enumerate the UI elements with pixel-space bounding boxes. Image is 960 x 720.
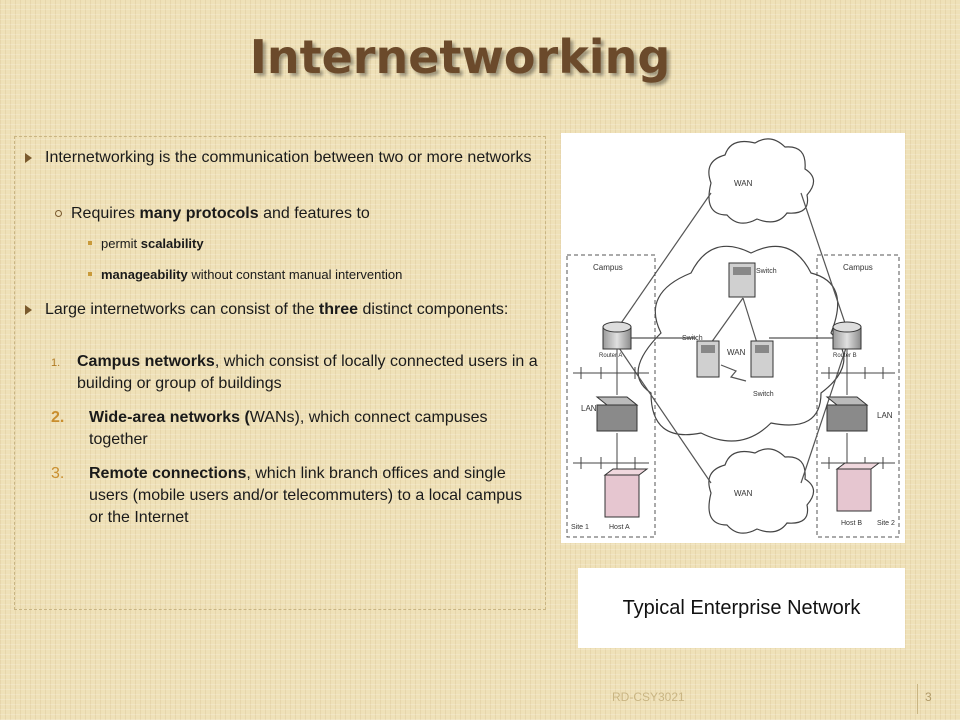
slide-title: Internetworking (249, 30, 671, 84)
site1-label: Site 1 (571, 524, 589, 531)
wan-cloud-center (637, 245, 845, 442)
site2-label: Site 2 (877, 520, 895, 527)
enterprise-network-diagram: WAN WAN WAN Campus Campus Switch (561, 133, 905, 543)
arrow-bullet-icon (25, 305, 32, 315)
wan-center-label: WAN (727, 348, 746, 357)
switch-right (750, 340, 774, 378)
campus-box-left (566, 254, 656, 538)
diagram-caption: Typical Enterprise Network (578, 568, 905, 648)
item-manageability: manageability without constant manual in… (88, 266, 541, 284)
number-label: 1. (51, 357, 61, 369)
host-b-label: Host B (841, 520, 862, 527)
square-bullet-icon (88, 241, 92, 245)
bullet-text-box: Internetworking is the communication bet… (14, 136, 546, 610)
router-b-label: Router B (833, 353, 857, 359)
router-a-icon (602, 321, 632, 350)
wan-cloud-top (708, 138, 815, 224)
lan-switch-right-icon (825, 396, 869, 432)
arrow-bullet-icon (25, 153, 32, 163)
wan-cloud-bottom (708, 448, 815, 534)
numbered-item-campus: 1. Campus networks, which consist of loc… (51, 353, 538, 392)
ring-bullet-icon (55, 210, 62, 217)
number-label: 2. (51, 409, 65, 426)
lan-right-label: LAN (877, 411, 893, 420)
numbered-item-wan: 2. Wide-area networks (WANs), which conn… (51, 409, 488, 448)
numbered-item-remote: 3. Remote connections, which link branch… (51, 465, 523, 526)
router-b-icon (832, 321, 862, 350)
lan-switch-left-icon (595, 396, 639, 432)
footer-divider (917, 684, 918, 714)
wan-bottom-label: WAN (734, 489, 753, 498)
campus-right-label: Campus (843, 263, 873, 272)
slide-footer: RD-CSY3021 (612, 690, 685, 704)
campus-left-label: Campus (593, 263, 623, 272)
switch-right-label: Switch (753, 391, 774, 398)
wan-top-label: WAN (734, 179, 753, 188)
host-b-icon (835, 462, 881, 512)
page-number: 3 (925, 690, 932, 704)
bullet-three-components: Large internetworks can consist of the t… (25, 299, 545, 321)
square-bullet-icon (88, 272, 92, 276)
item-scalability: permit scalability (88, 235, 541, 253)
host-a-icon (603, 468, 649, 518)
sub-bullet-protocols: Requires many protocols and features to (55, 203, 541, 225)
switch-top-label: Switch (756, 268, 777, 275)
number-label: 3. (51, 465, 65, 482)
switch-left (696, 340, 720, 378)
router-a-label: Router A (599, 353, 622, 359)
lan-left-label: LAN (581, 404, 597, 413)
host-a-label: Host A (609, 524, 630, 531)
bullet-internetworking-definition: Internetworking is the communication bet… (25, 147, 545, 169)
switch-top (728, 262, 756, 298)
switch-left-label: Switch (682, 335, 703, 342)
